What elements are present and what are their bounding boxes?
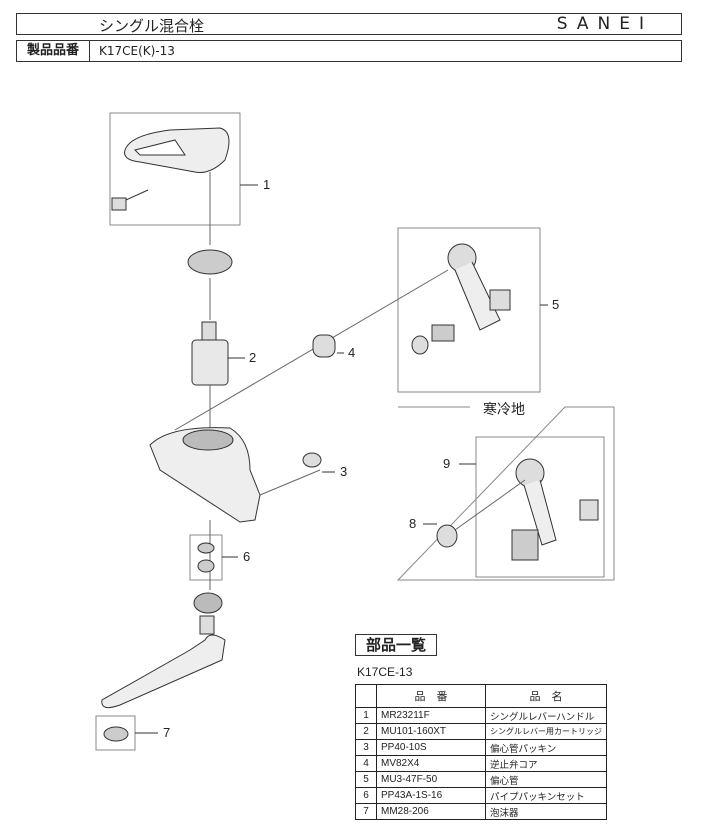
product-code-bar: 製品品番 K17CE(K)-13 bbox=[16, 40, 682, 62]
part-name: シングルレバーハンドル bbox=[485, 707, 607, 724]
part-number: MV82X4 bbox=[376, 755, 486, 772]
part-number: MM28-206 bbox=[376, 803, 486, 820]
part6-box bbox=[189, 534, 223, 581]
set-screw bbox=[111, 197, 127, 211]
callout-4: 4 bbox=[348, 345, 356, 360]
product-code-label: 製品品番 bbox=[17, 41, 90, 61]
row-no: 5 bbox=[355, 771, 377, 788]
parts-list-title: 部品一覧 bbox=[355, 634, 437, 656]
title-bar: シングル混合栓 SANEI bbox=[16, 13, 682, 35]
row-no: 2 bbox=[355, 723, 377, 740]
spout bbox=[101, 634, 226, 709]
part-number: PP40-10S bbox=[376, 739, 486, 756]
callout-5: 5 bbox=[552, 297, 560, 312]
callout-1: 1 bbox=[263, 177, 271, 192]
part-number: MR23211F bbox=[376, 707, 486, 724]
product-title: シングル混合栓 bbox=[99, 17, 205, 35]
part-name: 偏心管パッキン bbox=[485, 739, 607, 756]
cartridge bbox=[191, 339, 229, 386]
check-valve-core bbox=[312, 334, 336, 358]
callout-2: 2 bbox=[249, 350, 257, 365]
faucet-body bbox=[149, 427, 261, 523]
column-header-part-name: 品 名 bbox=[485, 684, 607, 708]
product-code: K17CE(K)-13 bbox=[99, 44, 175, 58]
callout-7: 7 bbox=[163, 725, 171, 740]
cold-region-label: 寒冷地 bbox=[483, 401, 525, 417]
row-no: 1 bbox=[355, 707, 377, 724]
brand-logo: SANEI bbox=[556, 14, 653, 34]
aerator bbox=[103, 726, 129, 742]
part-name: 泡沫器 bbox=[485, 803, 607, 820]
part1-box bbox=[109, 112, 241, 226]
callout-8: 8 bbox=[409, 516, 417, 531]
part-name: パイプパッキンセット bbox=[485, 787, 607, 804]
row-no: 4 bbox=[355, 755, 377, 772]
part-number: PP43A-1S-16 bbox=[376, 787, 486, 804]
part5-box bbox=[397, 227, 541, 393]
callout-9: 9 bbox=[443, 456, 451, 471]
callout-6: 6 bbox=[243, 549, 251, 564]
cold-check-valve bbox=[436, 524, 458, 548]
cold-region-box bbox=[396, 406, 615, 581]
part9-box bbox=[475, 436, 605, 578]
column-header-part-number: 品 番 bbox=[376, 684, 486, 708]
row-no: 6 bbox=[355, 787, 377, 804]
part-name: 偏心管 bbox=[485, 771, 607, 788]
part-number: MU101-160XT bbox=[376, 723, 486, 740]
eccentric-pipe-packing bbox=[302, 452, 322, 468]
part-name: シングルレバー用カートリッジ bbox=[485, 723, 607, 740]
row-no: 7 bbox=[355, 803, 377, 820]
row-no: 3 bbox=[355, 739, 377, 756]
table-header-row: 品 番品 名 bbox=[355, 684, 607, 708]
parts-list-model: K17CE-13 bbox=[357, 665, 413, 679]
cap-nut bbox=[187, 249, 233, 275]
callout-3: 3 bbox=[340, 464, 348, 479]
part-number: MU3-47F-50 bbox=[376, 771, 486, 788]
part-name: 逆止弁コア bbox=[485, 755, 607, 772]
